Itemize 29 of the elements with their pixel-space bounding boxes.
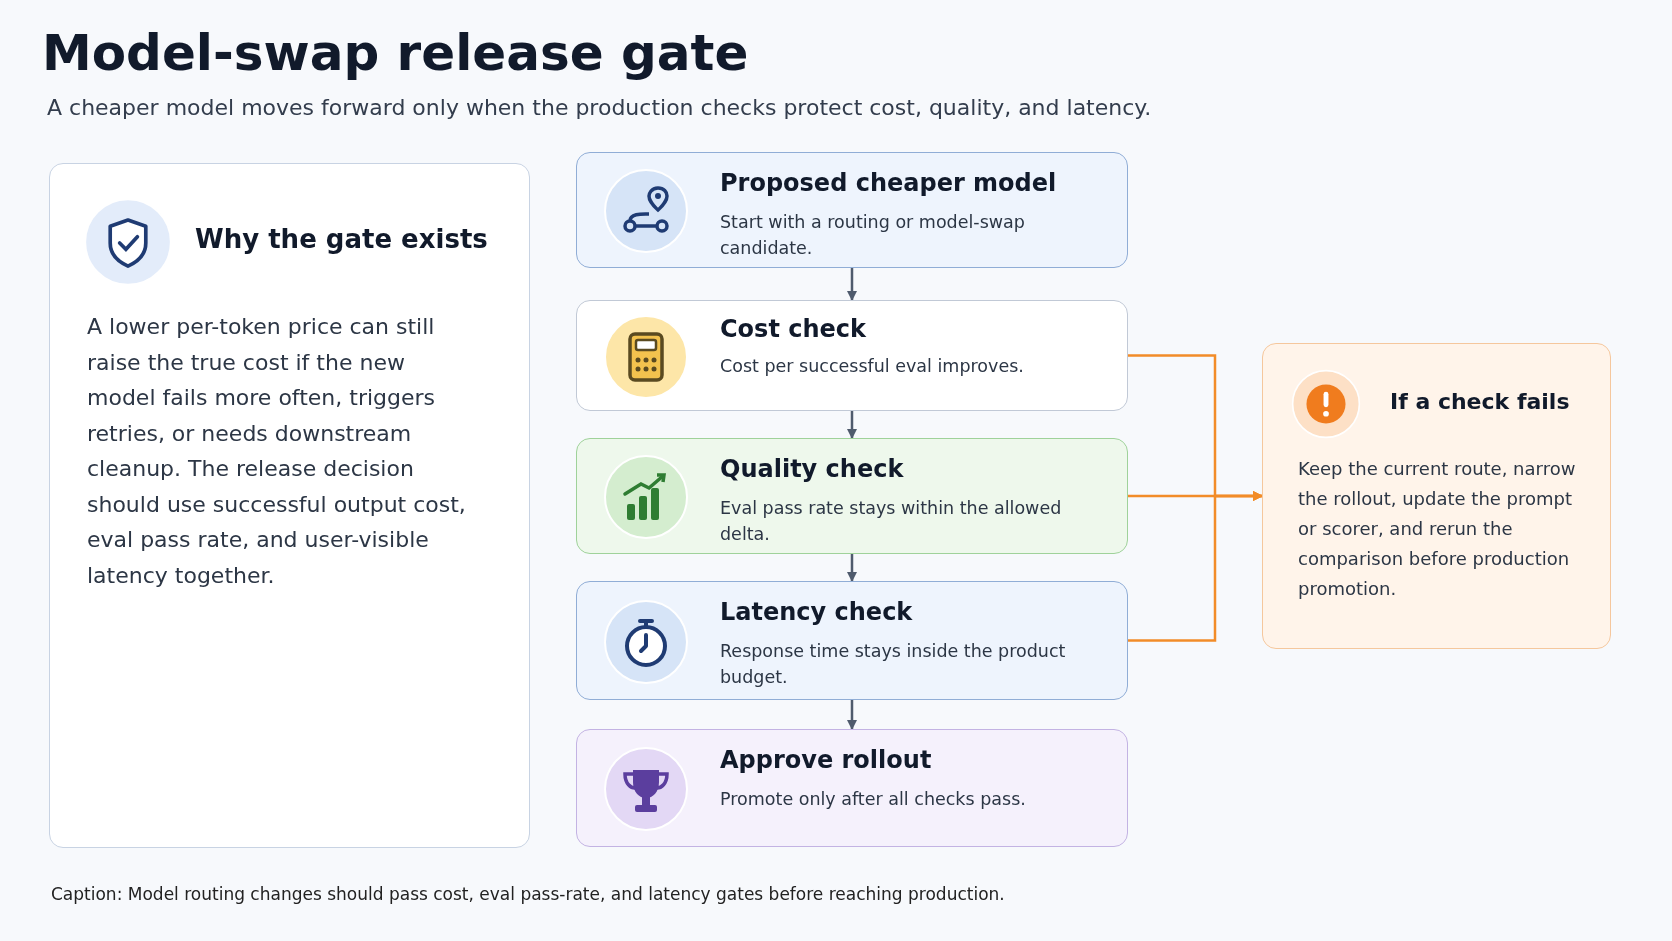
subtitle: A cheaper model moves forward only when the production checks protect cost, quality, and latency. xyxy=(47,95,1152,120)
heading: Latency check xyxy=(720,598,913,626)
description: A lower per-token price can still raise the true cost if the new model fails more often, triggers retries, or needs downstream cleanup. The release decision should use successful output cost, eval pass rate, and user-visible latency together. xyxy=(87,313,467,590)
heading: Quality check xyxy=(720,455,904,483)
info-card xyxy=(1262,343,1611,649)
arrow xyxy=(847,700,857,730)
description: Promote only after all checks pass. xyxy=(720,788,1027,811)
arrow xyxy=(847,268,857,301)
arrow xyxy=(847,411,857,439)
info-card xyxy=(49,163,530,848)
caption: Caption: Model routing changes should pass cost, eval pass-rate, and latency gates before reaching production. xyxy=(51,884,1005,904)
description: Cost per successful eval improves. xyxy=(720,355,1025,378)
description: Response time stays inside the product budget. xyxy=(720,640,1067,689)
description: Eval pass rate stays within the allowed delta. xyxy=(720,497,1063,546)
heading: Cost check xyxy=(720,315,866,343)
step-box xyxy=(576,152,1128,268)
step-box xyxy=(576,438,1128,554)
title: Model-swap release gate xyxy=(42,23,749,84)
heading: Why the gate exists xyxy=(195,224,488,254)
description: Start with a routing or model-swap candidate. xyxy=(720,211,1026,260)
arrow xyxy=(1128,491,1263,642)
heading: Proposed cheaper model xyxy=(720,169,1057,197)
heading: Approve rollout xyxy=(720,746,932,774)
step-box xyxy=(576,300,1128,411)
description: Keep the current route, narrow the rollout, update the prompt or scorer, and rerun the comparison before production promotion. xyxy=(1298,457,1577,601)
heading: If a check fails xyxy=(1390,389,1570,414)
step-box xyxy=(576,581,1128,700)
step-box xyxy=(576,729,1128,847)
arrow xyxy=(847,554,857,582)
